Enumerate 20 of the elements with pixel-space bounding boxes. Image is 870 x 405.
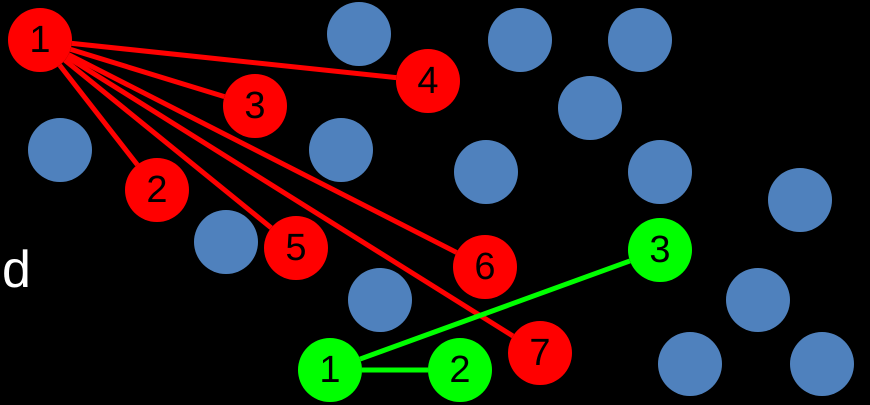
circle-number: 2 bbox=[146, 170, 168, 210]
connector-line bbox=[70, 47, 226, 99]
connector-line bbox=[72, 40, 396, 80]
circle-number: 2 bbox=[449, 350, 471, 390]
connector-line bbox=[362, 368, 428, 372]
circle-number: 1 bbox=[29, 20, 51, 60]
numbered-circle bbox=[264, 216, 328, 280]
connector-line bbox=[63, 58, 273, 230]
connector-line bbox=[66, 54, 514, 338]
circle-number: 7 bbox=[529, 333, 551, 373]
circle-number: 3 bbox=[244, 86, 266, 126]
circle-number: 3 bbox=[649, 230, 671, 270]
connector-line bbox=[67, 52, 458, 255]
circle-number: 6 bbox=[474, 247, 496, 287]
connector-line bbox=[58, 64, 140, 166]
circle-number: 1 bbox=[319, 350, 341, 390]
connector-line bbox=[359, 258, 631, 362]
circle-number: 5 bbox=[285, 228, 307, 268]
circle-number: 4 bbox=[417, 61, 439, 101]
text-fragment: d bbox=[2, 242, 31, 298]
